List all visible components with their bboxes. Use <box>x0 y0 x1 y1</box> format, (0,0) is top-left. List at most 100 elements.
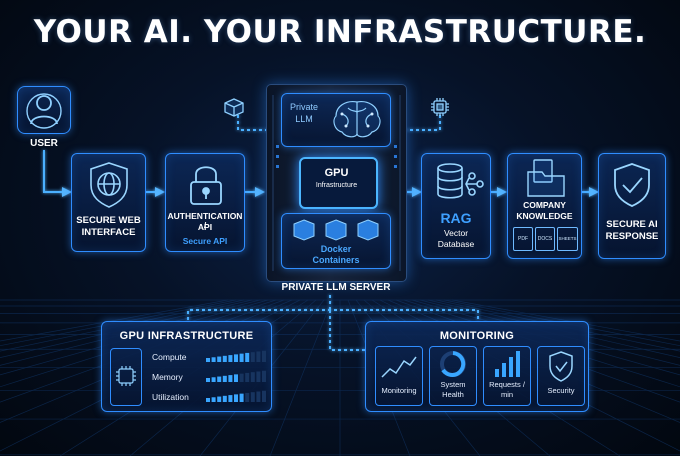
bar-chart-icon <box>495 351 520 377</box>
knowledge-label-2: KNOWLEDGE <box>516 211 573 221</box>
system-health-card[interactable]: System Health <box>429 346 477 406</box>
gpu-meter-segment <box>217 396 222 402</box>
secure-web-label-2: INTERFACE <box>81 227 136 238</box>
docker-label-1: Docker <box>320 244 352 254</box>
security-label: Security <box>547 386 575 395</box>
knowledge-node[interactable]: COMPANY KNOWLEDGE PDF DOCS SHEETS <box>507 153 582 259</box>
llm-module: Private LLM <box>281 93 391 147</box>
monitoring-card-label: Monitoring <box>381 386 417 395</box>
gpu-meter-segment <box>262 390 266 402</box>
gpu-meter-segment <box>239 393 244 402</box>
response-label-1: SECURE AI <box>606 219 658 230</box>
gpu-meter-segment <box>222 355 227 362</box>
gpu-row-label: Compute <box>152 352 187 362</box>
gpu-row-label: Utilization <box>152 392 189 402</box>
gpu-meter-segment <box>211 397 216 402</box>
gpu-meter-segment <box>250 352 255 362</box>
gpu-infrastructure-panel: GPU INFRASTRUCTURE Compute Memory Utiliz… <box>101 321 272 412</box>
gpu-meter-segment <box>245 352 250 362</box>
llm-server-rack[interactable]: Private LLM GPU Infrastructure <box>266 84 407 282</box>
gauge-icon <box>440 351 466 377</box>
gpu-meter-segment <box>245 372 250 382</box>
gpu-meter-segment <box>250 392 255 402</box>
requests-label-1: Requests / <box>489 380 525 389</box>
user-icon <box>26 93 62 129</box>
security-card[interactable]: Security <box>537 346 585 406</box>
gpu-meter-segment <box>234 374 238 382</box>
requests-card[interactable]: Requests / min <box>483 346 531 406</box>
gpu-meter-segment <box>211 377 216 382</box>
database-icon <box>437 163 484 199</box>
response-label-2: RESPONSE <box>605 231 659 242</box>
connector-cube-server <box>237 115 268 131</box>
secure-web-node[interactable]: SECURE WEB INTERFACE <box>71 153 146 252</box>
gpu-module: GPU Infrastructure <box>299 157 378 209</box>
rag-node[interactable]: RAG Vector Database <box>421 153 491 259</box>
gpu-label-1: GPU <box>324 167 349 179</box>
secure-web-label-1: SECURE WEB <box>76 215 141 226</box>
gpu-meter-segment <box>206 398 210 402</box>
gpu-meter-segment <box>217 376 222 382</box>
gpu-meter-segment <box>228 355 233 362</box>
gpu-meter-segment <box>217 356 222 362</box>
gpu-meter-segment <box>228 375 233 382</box>
check-shield-icon <box>614 163 650 207</box>
gpu-level-meters <box>206 350 266 402</box>
gpu-meter-segment <box>262 370 266 382</box>
gpu-meter-segment <box>250 372 255 382</box>
user-label: USER <box>30 138 58 149</box>
gpu-meter-segment <box>206 378 210 382</box>
auth-label-1: AUTHENTICATION / <box>167 211 243 231</box>
chip-icon <box>431 98 449 116</box>
gpu-chip-frame <box>110 348 142 406</box>
gpu-meter-segment <box>262 350 266 362</box>
page-title: YOUR AI. YOUR INFRASTRUCTURE. <box>33 14 647 50</box>
gpu-panel-title: GPU INFRASTRUCTURE <box>119 330 254 342</box>
response-node[interactable]: SECURE AI RESPONSE <box>598 153 666 259</box>
pdf-doc-icon: PDF <box>513 227 533 251</box>
gpu-meter-segment <box>256 351 261 362</box>
gpu-meter-segment <box>234 354 238 362</box>
cube-icon <box>224 98 244 117</box>
gpu-meter-segment <box>206 358 210 362</box>
gpu-meter-segment <box>222 395 227 402</box>
container-cubes-icon <box>293 219 379 241</box>
docker-module: Docker Containers <box>281 213 391 269</box>
gpu-meter-segment <box>234 394 238 402</box>
monitoring-card[interactable]: Monitoring <box>375 346 423 406</box>
monitoring-panel: MONITORING Monitoring System Health <box>365 321 589 412</box>
connector-user-web <box>43 150 72 197</box>
globe-shield-icon <box>90 162 128 208</box>
docs-doc-icon: DOCS <box>535 227 555 251</box>
sheets-doc-icon: SHEETS <box>557 227 578 251</box>
user-node[interactable] <box>17 86 71 134</box>
llm-label-2: LLM <box>295 114 313 124</box>
gpu-row-label: Memory <box>152 372 183 382</box>
connector-server-panels <box>187 295 479 322</box>
rag-label-2: Database <box>437 239 475 249</box>
gpu-meter-segment <box>239 353 244 362</box>
chip-icon <box>116 366 136 386</box>
gpu-meter-segment <box>228 395 233 402</box>
requests-label-2: min <box>500 390 514 399</box>
system-health-label-1: System <box>440 380 466 389</box>
docker-label-2: Containers <box>312 255 360 265</box>
gpu-meter-segment <box>239 373 244 382</box>
rack-vents <box>272 95 401 271</box>
check-shield-icon <box>549 351 573 382</box>
gpu-label-2: Infrastructure <box>315 182 358 189</box>
rag-title: RAG <box>440 210 472 226</box>
padlock-icon <box>190 166 222 205</box>
rag-label-1: Vector <box>443 228 469 238</box>
connector-server-monitoring <box>329 310 365 351</box>
system-health-label-2: Health <box>442 390 464 399</box>
gpu-meter-segment <box>222 375 227 382</box>
gpu-meter-segment <box>256 371 261 382</box>
gpu-meter-segment <box>211 357 216 362</box>
auth-node[interactable]: AUTHENTICATION / API Secure API <box>165 153 245 252</box>
connector-chip-server <box>405 115 441 131</box>
llm-label-1: Private <box>289 102 318 112</box>
monitoring-panel-title: MONITORING <box>439 330 515 342</box>
server-caption: PRIVATE LLM SERVER <box>281 282 391 293</box>
